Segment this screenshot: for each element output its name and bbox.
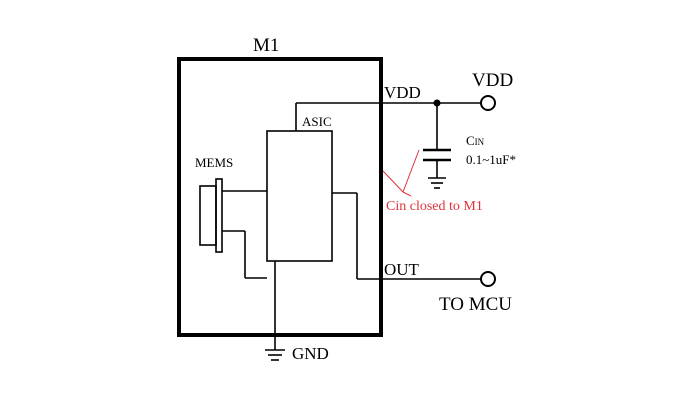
input-capacitor — [423, 103, 451, 178]
vdd-pin-label: VDD — [384, 83, 421, 102]
asic-block — [266, 130, 333, 262]
placement-note: Cin closed to M1 — [386, 199, 483, 214]
asic-label: ASIC — [302, 114, 332, 129]
note-pointer-lines — [382, 149, 420, 197]
mems-sensor — [199, 178, 267, 279]
capacitor-label: CIN — [466, 133, 485, 148]
ground-symbol — [265, 349, 285, 361]
vdd-wire — [295, 102, 481, 131]
gnd-label: GND — [292, 344, 329, 363]
out-pin-label: OUT — [384, 260, 419, 279]
capacitor-ground-symbol — [428, 177, 446, 189]
out-wire — [332, 192, 481, 280]
module-label: M1 — [253, 35, 280, 56]
vdd-terminal — [480, 95, 496, 111]
vdd-terminal-label: VDD — [472, 70, 514, 91]
out-terminal — [480, 271, 496, 287]
out-terminal-label: TO MCU — [439, 294, 513, 315]
capacitor-value: 0.1~1uF* — [466, 152, 517, 167]
module-m1-box — [177, 57, 383, 337]
mems-label: MEMS — [195, 155, 234, 170]
